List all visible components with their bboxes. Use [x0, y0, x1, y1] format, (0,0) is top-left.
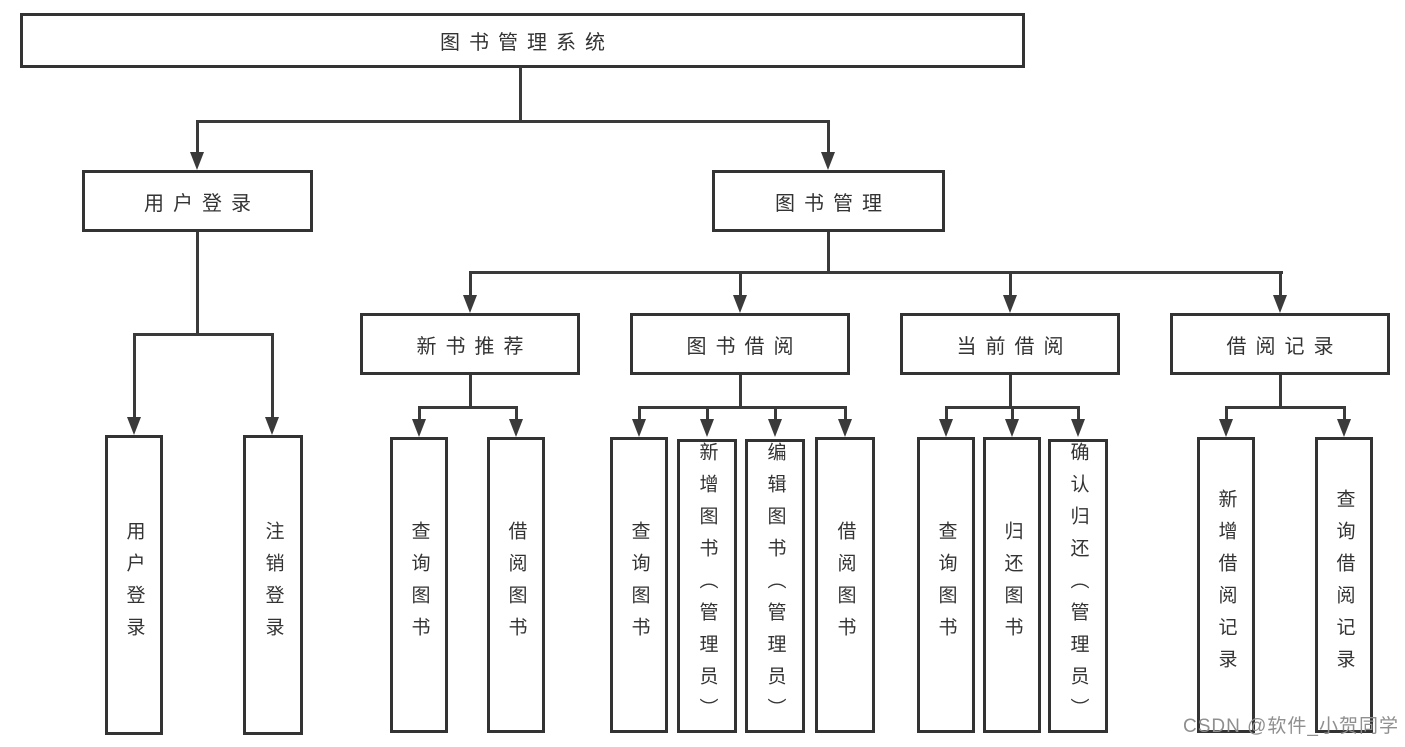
arrow-down-icon — [127, 417, 141, 435]
node-add-book-admin-label: 新增图书（管理员） — [696, 442, 718, 730]
arrow-down-icon — [1337, 419, 1351, 437]
connector-leaf — [945, 406, 948, 421]
node-book-borrow: 图书借阅 — [630, 313, 850, 375]
node-borrow-record: 借阅记录 — [1170, 313, 1390, 375]
arrow-down-icon — [463, 295, 477, 313]
node-query-books-current-label: 查询图书 — [935, 521, 957, 649]
node-root-label: 图书管理系统 — [440, 32, 614, 54]
node-user-login-action-label: 用户登录 — [123, 521, 145, 649]
arrow-down-icon — [1005, 419, 1019, 437]
connector-current-borrow-stub — [1009, 375, 1012, 409]
node-book-management-label: 图书管理 — [775, 192, 891, 215]
node-query-borrow-record-label: 查询借阅记录 — [1333, 489, 1355, 681]
connector-to-current-borrow — [1009, 271, 1012, 297]
node-logout: 注销登录 — [243, 435, 303, 735]
connector-new-book-hline — [418, 406, 518, 409]
connector-leaf — [1011, 406, 1014, 421]
connector-to-login-leaf — [133, 333, 136, 419]
node-borrow-books-recommend: 借阅图书 — [487, 437, 545, 733]
connector-leaf — [418, 406, 421, 421]
connector-to-borrow-record — [1279, 271, 1282, 297]
connector-to-user-login — [196, 120, 199, 154]
arrow-down-icon — [768, 419, 782, 437]
connector-leaf — [774, 406, 777, 421]
connector-user-login-hline — [133, 333, 274, 336]
connector-leaf — [1225, 406, 1228, 421]
arrow-down-icon — [700, 419, 714, 437]
node-confirm-return-admin: 确认归还（管理员） — [1048, 439, 1108, 733]
arrow-down-icon — [1219, 419, 1233, 437]
node-logout-label: 注销登录 — [262, 521, 284, 649]
node-borrow-books-label: 借阅图书 — [834, 521, 856, 649]
connector-book-management-stub — [827, 232, 830, 274]
node-query-books-recommend-label: 查询图书 — [408, 521, 430, 649]
connector-root-stub — [519, 67, 522, 123]
arrow-down-icon — [838, 419, 852, 437]
node-book-borrow-label: 图书借阅 — [686, 335, 803, 358]
connector-leaf — [1077, 406, 1080, 421]
connector-leaf — [706, 406, 709, 421]
node-current-borrow: 当前借阅 — [900, 313, 1120, 375]
connector-level1-hline — [196, 120, 830, 123]
connector-new-book-stub — [469, 375, 472, 409]
node-confirm-return-admin-label: 确认归还（管理员） — [1067, 442, 1089, 730]
connector-book-borrow-hline — [638, 406, 846, 409]
connector-user-login-stub — [196, 232, 199, 336]
connector-leaf — [844, 406, 847, 421]
node-return-books: 归还图书 — [983, 437, 1041, 733]
node-query-borrow-record: 查询借阅记录 — [1315, 437, 1373, 733]
arrow-down-icon — [1273, 295, 1287, 313]
node-user-login-action: 用户登录 — [105, 435, 163, 735]
arrow-down-icon — [1071, 419, 1085, 437]
arrow-down-icon — [412, 419, 426, 437]
node-add-borrow-record-label: 新增借阅记录 — [1215, 489, 1237, 681]
node-borrow-books-recommend-label: 借阅图书 — [505, 521, 527, 649]
csdn-watermark: CSDN @软件_小贺同学 — [1183, 716, 1399, 737]
connector-to-logout-leaf — [271, 333, 274, 419]
node-query-books-current: 查询图书 — [917, 437, 975, 733]
node-add-book-admin: 新增图书（管理员） — [677, 439, 737, 733]
connector-borrow-record-hline — [1225, 406, 1345, 409]
node-edit-book-admin: 编辑图书（管理员） — [745, 439, 805, 733]
arrow-down-icon — [733, 295, 747, 313]
node-query-books-recommend: 查询图书 — [390, 437, 448, 733]
connector-leaf — [638, 406, 641, 421]
node-user-login-label: 用户登录 — [144, 192, 260, 215]
arrow-down-icon — [939, 419, 953, 437]
connector-borrow-record-stub — [1279, 375, 1282, 409]
node-book-management: 图书管理 — [712, 170, 945, 232]
node-edit-book-admin-label: 编辑图书（管理员） — [764, 442, 786, 730]
node-new-book-recommend: 新书推荐 — [360, 313, 580, 375]
arrow-down-icon — [1003, 295, 1017, 313]
connector-leaf — [1343, 406, 1346, 421]
arrow-down-icon — [821, 152, 835, 170]
connector-to-book-management — [827, 120, 830, 154]
connector-to-book-borrow — [739, 271, 742, 297]
arrow-down-icon — [632, 419, 646, 437]
connector-book-borrow-stub — [739, 375, 742, 409]
node-new-book-recommend-label: 新书推荐 — [416, 335, 533, 358]
node-root: 图书管理系统 — [20, 13, 1025, 68]
node-add-borrow-record: 新增借阅记录 — [1197, 437, 1255, 733]
node-return-books-label: 归还图书 — [1001, 521, 1023, 649]
arrow-down-icon — [190, 152, 204, 170]
node-user-login: 用户登录 — [82, 170, 313, 232]
node-query-books-borrow: 查询图书 — [610, 437, 668, 733]
node-current-borrow-label: 当前借阅 — [956, 335, 1073, 358]
connector-level2-hline — [469, 271, 1283, 274]
node-query-books-borrow-label: 查询图书 — [628, 521, 650, 649]
arrow-down-icon — [265, 417, 279, 435]
connector-to-new-book — [469, 271, 472, 297]
node-borrow-record-label: 借阅记录 — [1226, 335, 1343, 358]
arrow-down-icon — [509, 419, 523, 437]
node-borrow-books: 借阅图书 — [815, 437, 875, 733]
connector-leaf — [515, 406, 518, 421]
